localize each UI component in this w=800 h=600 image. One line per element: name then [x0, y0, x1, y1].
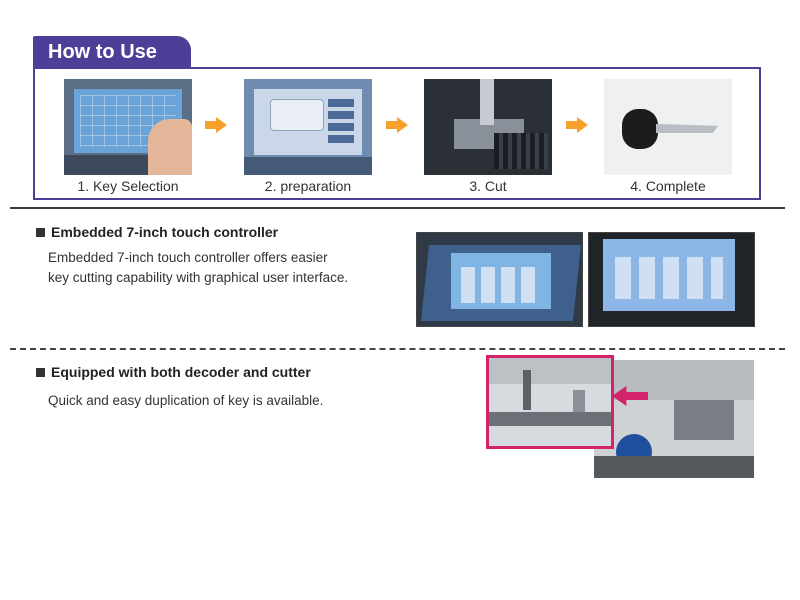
- divider-dashed: [10, 348, 785, 350]
- controller-heading: Embedded 7-inch touch controller: [36, 224, 278, 240]
- preparation-photo: [244, 79, 372, 175]
- controller-description: Embedded 7-inch touch controller offers …: [48, 248, 348, 288]
- controller-title: Embedded 7-inch touch controller: [51, 224, 279, 240]
- controller-description-line: key cutting capability with graphical us…: [48, 270, 349, 285]
- key-selection-photo: [64, 79, 192, 175]
- decoder-description: Quick and easy duplication of key is ava…: [48, 393, 324, 408]
- step-cut: 3. Cut: [424, 79, 552, 194]
- decoder-heading: Equipped with both decoder and cutter: [36, 364, 311, 380]
- divider: [10, 207, 785, 209]
- step-key-selection: 1. Key Selection: [64, 79, 192, 194]
- bullet-square-icon: [36, 368, 45, 377]
- decoder-closeup-photo: [486, 355, 614, 449]
- arrow-right-icon: [386, 117, 408, 133]
- step-caption: 2. preparation: [264, 178, 352, 194]
- step-caption: 4. Complete: [630, 178, 706, 194]
- step-caption: 3. Cut: [469, 178, 507, 194]
- step-complete: 4. Complete: [604, 79, 732, 194]
- arrow-right-icon: [205, 117, 227, 133]
- controller-photo-front: [588, 232, 755, 327]
- decoder-cutter-photo: [594, 360, 754, 478]
- decoder-title: Equipped with both decoder and cutter: [51, 364, 311, 380]
- step-caption: 1. Key Selection: [77, 178, 179, 194]
- bullet-square-icon: [36, 228, 45, 237]
- controller-description-line: Embedded 7-inch touch controller offers …: [48, 250, 328, 265]
- finished-key-photo: [604, 79, 732, 175]
- arrow-right-icon: [566, 117, 588, 133]
- how-to-use-title: How to Use: [33, 36, 191, 68]
- step-preparation: 2. preparation: [244, 79, 372, 194]
- how-to-use-panel: 1. Key Selection 2. preparation 3. Cut 4…: [33, 67, 761, 200]
- cut-photo: [424, 79, 552, 175]
- controller-photo-angled: [416, 232, 583, 327]
